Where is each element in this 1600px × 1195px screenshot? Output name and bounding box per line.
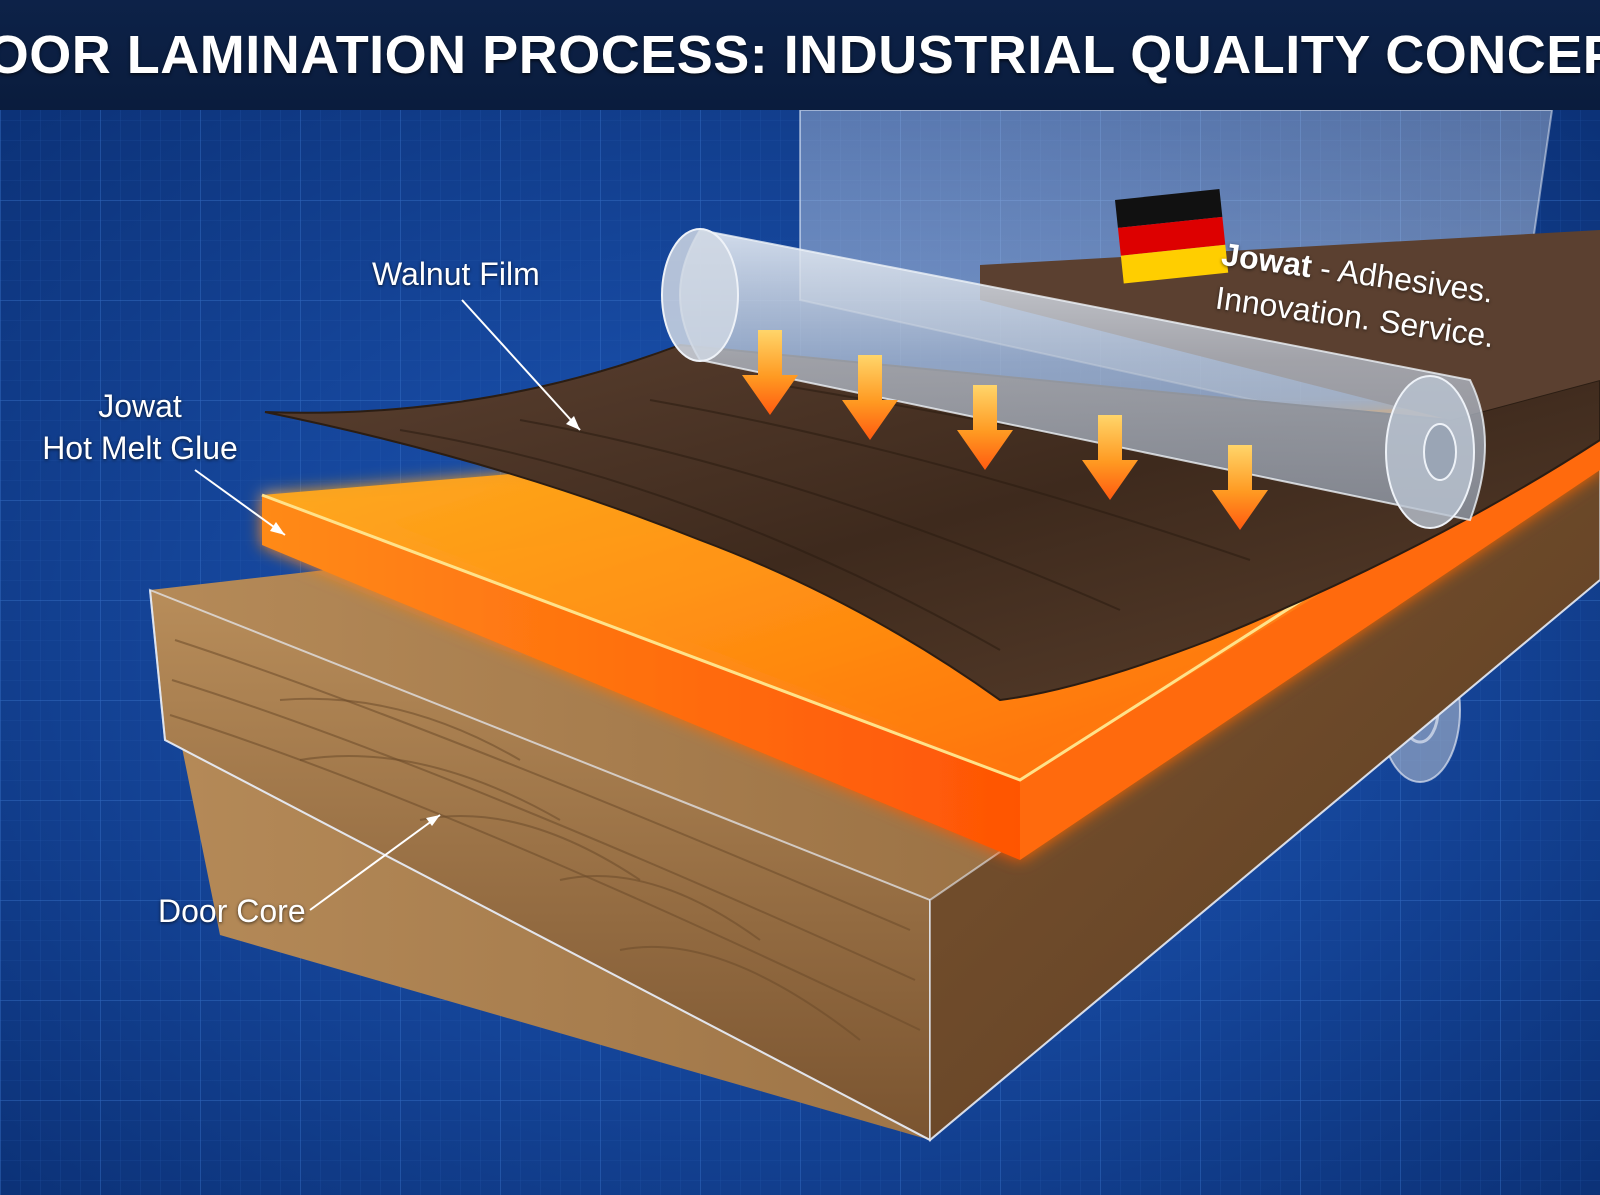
door-core-pointer xyxy=(309,814,441,911)
pointer-heads xyxy=(270,416,580,826)
germany-flag-icon xyxy=(1115,189,1229,284)
heat-arrow-icon xyxy=(1212,445,1268,530)
heat-arrow-icon xyxy=(842,355,898,440)
walnut-film-label: Walnut Film xyxy=(372,256,540,292)
heat-arrows xyxy=(742,330,1268,530)
lamination-illustration xyxy=(0,110,1600,1195)
glue-label-line2: Hot Melt Glue xyxy=(42,430,238,466)
page-title: DOOR LAMINATION PROCESS: INDUSTRIAL QUAL… xyxy=(0,25,1600,85)
heat-arrow-icon xyxy=(957,385,1013,470)
glue-label-line1: Jowat xyxy=(98,388,182,424)
glue-pointer xyxy=(194,469,286,536)
walnut-film-pointer xyxy=(461,299,581,431)
heat-arrow-icon xyxy=(1082,415,1138,500)
pressure-roller xyxy=(661,228,1486,529)
heat-arrow-icon xyxy=(742,330,798,415)
door-core-label: Door Core xyxy=(158,893,306,929)
title-banner: DOOR LAMINATION PROCESS: INDUSTRIAL QUAL… xyxy=(0,0,1600,112)
leader-lines xyxy=(194,299,581,911)
